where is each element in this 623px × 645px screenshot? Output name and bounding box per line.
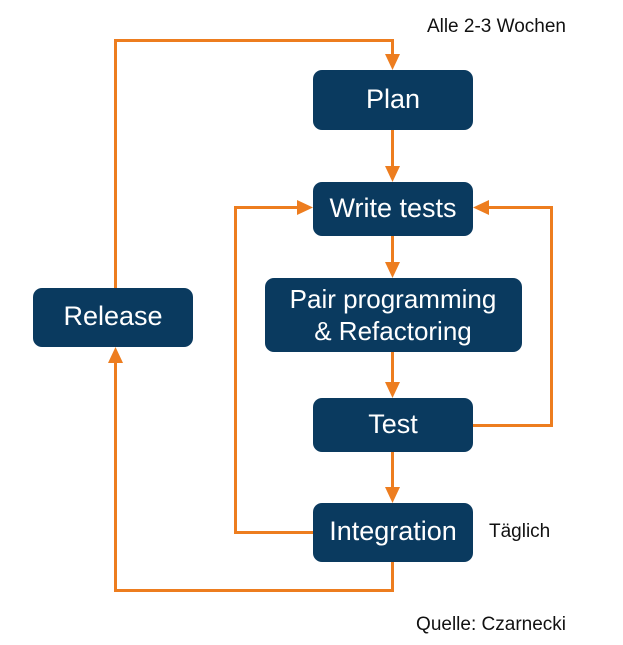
connector-test-to-integration bbox=[385, 452, 400, 503]
node-release-label: Release bbox=[63, 301, 162, 331]
node-test[interactable]: Test bbox=[313, 398, 473, 452]
arrowhead-into-release bbox=[108, 347, 123, 363]
node-integration-shape[interactable] bbox=[313, 503, 473, 562]
connector-test-back-to-write-tests-path bbox=[473, 206, 553, 427]
node-write-tests-label: Write tests bbox=[329, 193, 456, 223]
connector-integration-to-release-path bbox=[114, 357, 394, 592]
arrowhead-into-write-tests-left bbox=[297, 200, 313, 215]
arrowhead-into-write-tests-top bbox=[385, 166, 400, 182]
node-write-tests[interactable]: Write tests bbox=[313, 182, 473, 236]
node-plan-shape[interactable] bbox=[313, 70, 473, 130]
arrowhead-into-pair-programming bbox=[385, 262, 400, 278]
connector-pair-programming-to-test bbox=[385, 352, 400, 398]
connector-plan-to-write-tests bbox=[385, 130, 400, 182]
connector-integration-back-to-write-tests-path bbox=[234, 206, 313, 534]
arrowhead-into-integration bbox=[385, 487, 400, 503]
connector-release-to-plan bbox=[114, 39, 400, 288]
node-pair-programming-label-line1: Pair programming bbox=[290, 284, 497, 314]
node-release[interactable]: Release bbox=[33, 288, 193, 347]
node-release-shape[interactable] bbox=[33, 288, 193, 347]
node-integration[interactable]: Integration bbox=[313, 503, 473, 562]
connector-integration-to-release bbox=[108, 347, 394, 592]
node-integration-label: Integration bbox=[329, 516, 457, 546]
annotation-source: Quelle: Czarnecki bbox=[416, 614, 566, 635]
connector-test-back-to-write-tests bbox=[473, 200, 553, 427]
node-plan[interactable]: Plan bbox=[313, 70, 473, 130]
connector-release-to-plan-path bbox=[114, 39, 394, 288]
node-pair-programming-label-line2: & Refactoring bbox=[314, 316, 472, 346]
node-pair-programming-shape[interactable] bbox=[265, 278, 522, 352]
node-test-shape[interactable] bbox=[313, 398, 473, 452]
node-pair-programming[interactable]: Pair programming & Refactoring bbox=[265, 278, 522, 352]
arrowhead-into-plan bbox=[385, 54, 400, 70]
annotation-cadence-top: Alle 2-3 Wochen bbox=[427, 16, 566, 37]
node-test-label: Test bbox=[368, 409, 418, 439]
annotation-cadence-daily: Täglich bbox=[489, 521, 550, 542]
node-plan-label: Plan bbox=[366, 84, 420, 114]
arrowhead-into-write-tests-right bbox=[473, 200, 489, 215]
connector-write-tests-to-pair-programming bbox=[385, 236, 400, 278]
arrowhead-into-test bbox=[385, 382, 400, 398]
node-write-tests-shape[interactable] bbox=[313, 182, 473, 236]
connector-integration-back-to-write-tests bbox=[234, 200, 313, 534]
